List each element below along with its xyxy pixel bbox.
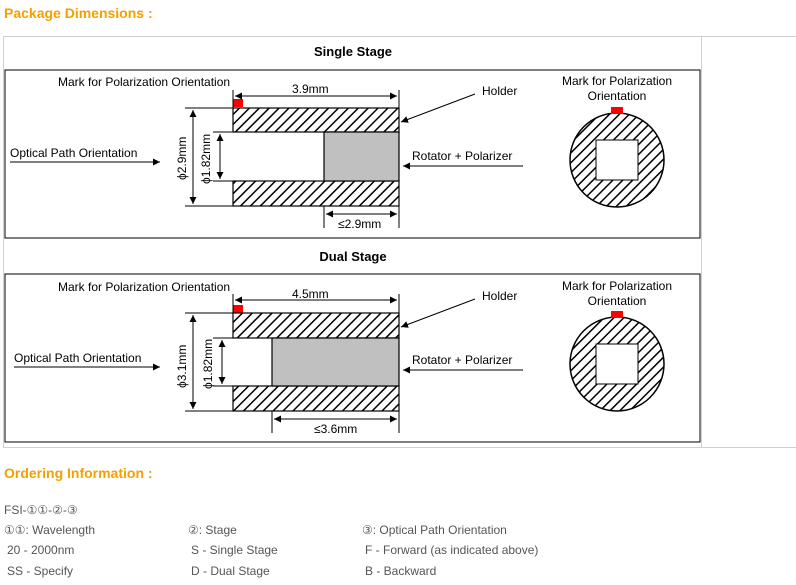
dual-outer-diameter-label: ϕ3.1mm xyxy=(175,345,189,388)
single-length-label: 3.9mm xyxy=(292,82,329,96)
dual-rotator-length-label: ≤3.6mm xyxy=(314,422,357,436)
package-diagram: Mark for Polarization Orientation 3.9mm … xyxy=(4,69,701,443)
single-stage-border xyxy=(4,69,701,239)
single-rotator-polarizer xyxy=(323,131,400,182)
package-dimensions-heading: Package Dimensions : xyxy=(4,5,153,21)
dual-stage-title: Dual Stage xyxy=(319,249,387,264)
orientation-header: ③: Optical Path Orientation xyxy=(362,523,507,537)
single-stage-title: Single Stage xyxy=(313,44,393,59)
single-outer-diameter-label: ϕ2.9mm xyxy=(175,137,189,180)
single-holder-arrow xyxy=(400,93,476,123)
stage-header: ②: Stage xyxy=(188,523,237,537)
wavelength-option-1: 20 - 2000nm xyxy=(7,543,75,557)
dual-holder-label: Holder xyxy=(482,289,517,303)
dual-holder-bottom xyxy=(232,385,400,412)
stage-option-1: S - Single Stage xyxy=(191,543,278,557)
dual-end-mark-label-line2: Orientation xyxy=(588,294,647,308)
dual-stage-border xyxy=(4,273,701,443)
orientation-option-2: B - Backward xyxy=(365,564,437,578)
wavelength-header: ①①: Wavelength xyxy=(4,523,96,537)
wavelength-option-2: SS - Specify xyxy=(7,564,74,578)
single-rotator-label: Rotator + Polarizer xyxy=(412,149,512,163)
dual-rotator-label: Rotator + Polarizer xyxy=(412,353,512,367)
dimensions-frame xyxy=(3,36,702,448)
single-end-mark-label-line1: Mark for Polarization xyxy=(562,74,672,88)
ordering-information-heading: Ordering Information : xyxy=(4,465,153,481)
dual-holder-top xyxy=(232,312,400,339)
dual-end-view-aperture xyxy=(595,343,639,385)
dual-mark-indicator xyxy=(233,305,243,313)
single-mark-label: Mark for Polarization Orientation xyxy=(58,75,230,89)
single-end-view-aperture xyxy=(595,139,639,181)
single-holder-label: Holder xyxy=(482,84,517,98)
single-end-mark-label-line2: Orientation xyxy=(588,89,647,103)
dual-end-view-mark xyxy=(611,311,623,318)
dual-inner-diameter-label: ϕ1.82mm xyxy=(201,339,215,389)
single-inner-diameter-label: ϕ1.82mm xyxy=(199,134,213,184)
ordering-code: FSI-①①-②-③ xyxy=(4,503,78,517)
dual-end-mark-label-line1: Mark for Polarization xyxy=(562,279,672,293)
single-rotator-length-label: ≤2.9mm xyxy=(338,217,381,231)
orientation-option-1: F - Forward (as indicated above) xyxy=(365,543,539,557)
single-holder-bottom xyxy=(232,180,400,207)
dual-stage-panel: Mark for Polarization Orientation 4.5mm … xyxy=(4,273,701,443)
single-stage-panel: Mark for Polarization Orientation 3.9mm … xyxy=(4,69,701,239)
single-mark-indicator xyxy=(233,99,243,107)
single-optical-path-label: Optical Path Orientation xyxy=(10,146,137,160)
dual-rotator-polarizer xyxy=(271,337,400,387)
dimensions-frame-right xyxy=(700,36,796,448)
dual-length-label: 4.5mm xyxy=(292,287,329,301)
single-end-view-mark xyxy=(611,107,623,114)
dual-holder-arrow xyxy=(400,298,476,328)
dual-optical-path-label: Optical Path Orientation xyxy=(14,351,141,365)
stage-option-2: D - Dual Stage xyxy=(191,564,270,578)
single-holder-top xyxy=(232,107,400,133)
dual-mark-label: Mark for Polarization Orientation xyxy=(58,280,230,294)
